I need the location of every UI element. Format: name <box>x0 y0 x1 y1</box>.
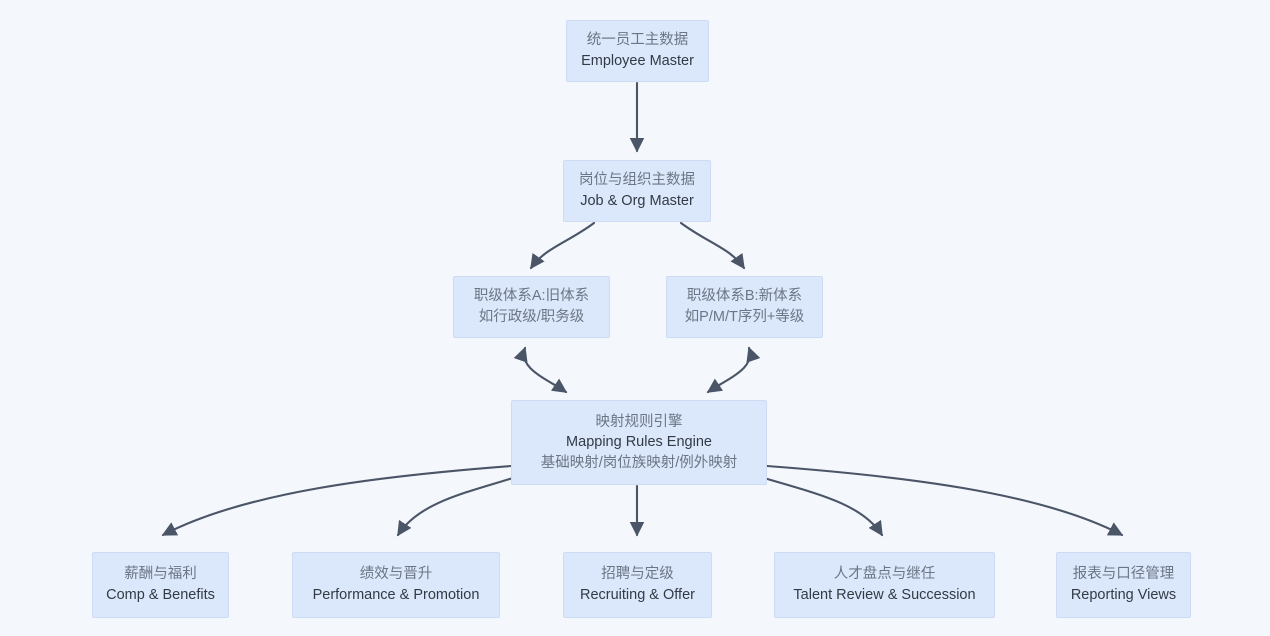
edge-joborg-to-level-b <box>679 221 746 270</box>
node-performance-promotion-en-label: Performance & Promotion <box>312 587 480 603</box>
node-mapping-rules-engine-subtitle: 基础映射/岗位族映射/例外映射 <box>540 454 738 471</box>
edge-mapping-to-performance <box>396 476 515 537</box>
node-recruiting-offer[interactable]: 招聘与定级 Recruiting & Offer <box>563 552 712 618</box>
node-recruiting-offer-cn-label: 招聘与定级 <box>601 566 674 583</box>
node-talent-review-succession[interactable]: 人才盘点与继任 Talent Review & Succession <box>774 552 995 618</box>
node-employee-master-en-label: Employee Master <box>581 53 694 69</box>
node-level-system-a-title: 职级体系A:旧体系 <box>473 288 590 305</box>
node-reporting-views[interactable]: 报表与口径管理 Reporting Views <box>1056 552 1191 618</box>
node-job-org-master-cn-label: 岗位与组织主数据 <box>579 172 695 189</box>
node-level-system-b[interactable]: 职级体系B:新体系 如P/M/T序列+等级 <box>666 276 823 338</box>
edge-mapping-to-reporting <box>765 464 1124 537</box>
node-employee-master[interactable]: 统一员工主数据 Employee Master <box>566 20 709 82</box>
node-job-org-master-en-label: Job & Org Master <box>580 193 694 209</box>
node-performance-promotion-cn-label: 绩效与晋升 <box>359 566 433 583</box>
node-level-system-b-title: 职级体系B:新体系 <box>686 288 803 305</box>
node-level-system-a[interactable]: 职级体系A:旧体系 如行政级/职务级 <box>453 276 610 338</box>
node-level-system-b-subtitle: 如P/M/T序列+等级 <box>684 309 805 325</box>
node-job-org-master[interactable]: 岗位与组织主数据 Job & Org Master <box>563 160 711 222</box>
node-reporting-views-en-label: Reporting Views <box>1070 587 1177 603</box>
node-employee-master-cn-label: 统一员工主数据 <box>586 32 689 49</box>
node-comp-benefits-cn-label: 薪酬与福利 <box>124 566 197 583</box>
edge-mapping-to-talent <box>762 476 884 537</box>
node-recruiting-offer-en-label: Recruiting & Offer <box>580 587 695 603</box>
node-mapping-rules-engine-en-label: Mapping Rules Engine <box>566 434 712 451</box>
edge-level-b-to-mapping <box>706 346 761 394</box>
edge-joborg-to-level-a <box>529 221 596 270</box>
node-talent-review-succession-cn-label: 人才盘点与继任 <box>833 566 936 583</box>
edge-level-a-to-mapping <box>513 346 568 394</box>
node-comp-benefits[interactable]: 薪酬与福利 Comp & Benefits <box>92 552 229 618</box>
node-talent-review-succession-en-label: Talent Review & Succession <box>793 587 976 603</box>
node-mapping-rules-engine-cn-label: 映射规则引擎 <box>595 413 683 430</box>
node-performance-promotion[interactable]: 绩效与晋升 Performance & Promotion <box>292 552 500 618</box>
node-comp-benefits-en-label: Comp & Benefits <box>106 587 215 603</box>
edge-mapping-to-comp <box>161 464 513 537</box>
node-reporting-views-cn-label: 报表与口径管理 <box>1072 566 1175 583</box>
node-level-system-a-subtitle: 如行政级/职务级 <box>478 309 585 325</box>
node-mapping-rules-engine[interactable]: 映射规则引擎 Mapping Rules Engine 基础映射/岗位族映射/例… <box>511 400 767 485</box>
